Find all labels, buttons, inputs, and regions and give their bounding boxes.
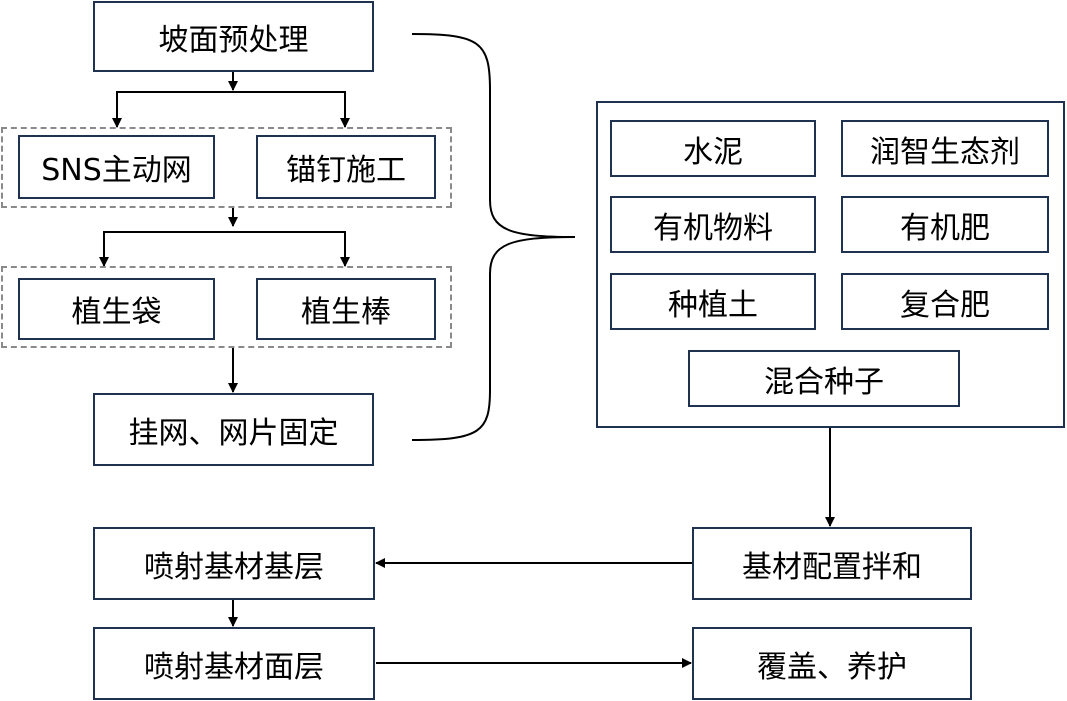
brace <box>411 33 576 441</box>
material-label: 复合肥 <box>900 287 990 323</box>
step-slope-pretreatment: 坡面预处理 <box>93 1 374 72</box>
material-label: 有机肥 <box>900 210 990 246</box>
material-label: 有机物料 <box>653 210 773 246</box>
step-label: 喷射基材基层 <box>144 549 324 585</box>
material-compound-fertilizer: 复合肥 <box>841 273 1049 330</box>
step-label: 锚钉施工 <box>286 153 406 188</box>
group-sns-anchor <box>1 127 452 208</box>
material-cement: 水泥 <box>610 120 816 177</box>
step-label: 覆盖、养护 <box>757 649 907 685</box>
split-line-2 <box>103 231 346 252</box>
step-spray-surface-layer: 喷射基材面层 <box>93 627 375 700</box>
material-organic-material: 有机物料 <box>610 196 816 253</box>
step-spray-base-layer: 喷射基材基层 <box>93 527 375 600</box>
step-label: 植生棒 <box>301 295 391 330</box>
material-ecological-agent: 润智生态剂 <box>841 120 1049 177</box>
material-label: 水泥 <box>683 134 743 170</box>
material-planting-soil: 种植土 <box>610 273 816 330</box>
group-plant-bag-stick <box>1 266 452 348</box>
step-label: 喷射基材面层 <box>144 649 324 685</box>
step-mix-substrate: 基材配置拌和 <box>692 527 972 600</box>
step-plant-stick: 植生棒 <box>256 278 436 340</box>
material-label: 润智生态剂 <box>870 134 1020 170</box>
material-organic-fertilizer: 有机肥 <box>841 196 1049 253</box>
material-label: 混合种子 <box>764 364 884 400</box>
step-sns-net: SNS主动网 <box>18 135 215 199</box>
material-label: 种植土 <box>668 287 758 323</box>
step-cover-maintain: 覆盖、养护 <box>692 627 972 700</box>
step-plant-bag: 植生袋 <box>18 278 215 340</box>
step-label: 植生袋 <box>71 295 162 330</box>
step-anchor-nail: 锚钉施工 <box>256 135 436 199</box>
step-label: SNS主动网 <box>41 153 192 188</box>
step-label: 挂网、网片固定 <box>128 415 339 451</box>
step-hang-net: 挂网、网片固定 <box>93 393 374 466</box>
material-mixed-seeds: 混合种子 <box>688 350 960 407</box>
step-label: 坡面预处理 <box>158 22 309 58</box>
split-line-1 <box>116 91 346 114</box>
step-label: 基材配置拌和 <box>742 549 922 585</box>
